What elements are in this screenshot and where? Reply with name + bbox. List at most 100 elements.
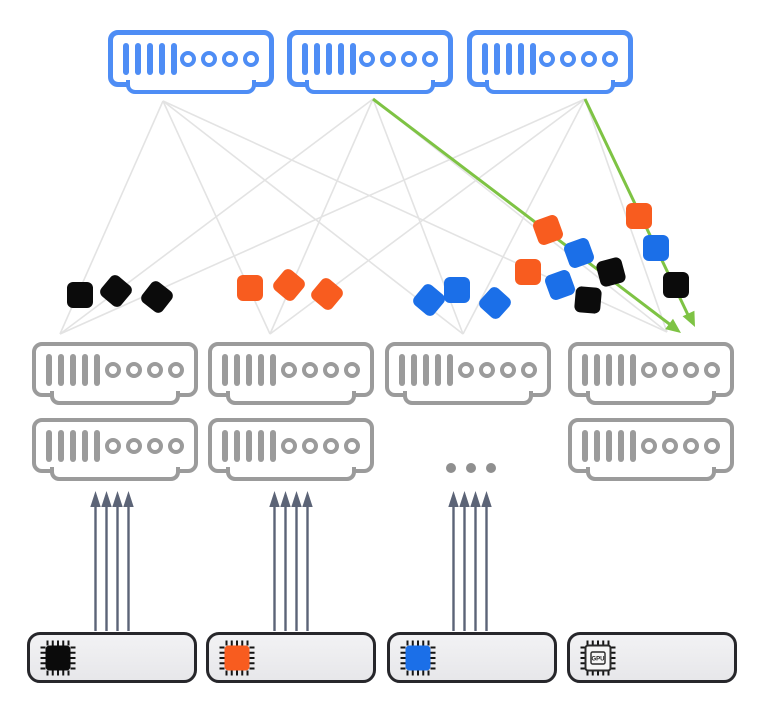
chip-body [45, 645, 71, 670]
vent-bar [518, 42, 524, 75]
spine-leaf-link [162, 100, 464, 335]
packet-blue [444, 277, 470, 303]
port-led [126, 361, 142, 378]
vent-bar [482, 42, 488, 75]
server-base-tray [126, 80, 256, 94]
vent-bar [258, 429, 264, 462]
port-led [147, 361, 163, 378]
port-led [105, 361, 121, 378]
port-led [539, 50, 555, 67]
uplink-arrowhead-node-2 [302, 491, 313, 507]
vent-bar [58, 429, 64, 462]
port-leds-icon [180, 50, 259, 67]
port-led [401, 50, 417, 67]
vent-bars-icon [46, 429, 100, 462]
uplink-arrowhead-node-1 [112, 491, 123, 507]
vent-bar [70, 353, 76, 386]
vent-bar [82, 429, 88, 462]
server-base-tray [50, 467, 180, 481]
spine-switch-3 [467, 30, 633, 94]
vent-bar [506, 42, 512, 75]
vent-bar [123, 42, 129, 75]
packet-black [573, 285, 603, 315]
vent-bar [338, 42, 344, 75]
vent-bar [494, 42, 500, 75]
ellipsis-dot [466, 463, 476, 473]
port-led [281, 437, 297, 454]
port-led [222, 50, 238, 67]
port-led [479, 361, 495, 378]
port-led [126, 437, 142, 454]
compute-node-3 [387, 632, 557, 683]
uplink-arrowhead-node-3 [459, 491, 470, 507]
port-led [641, 361, 657, 378]
vent-bar [314, 42, 320, 75]
vent-bar [234, 429, 240, 462]
port-led [641, 437, 657, 454]
packet-blue [643, 235, 669, 261]
server-base-tray [586, 467, 716, 481]
port-led [323, 361, 339, 378]
leaf-server-r1-c3 [385, 342, 551, 405]
port-led [168, 437, 184, 454]
leaf-server-r1-c1 [32, 342, 198, 405]
port-led [302, 361, 318, 378]
port-led [662, 361, 678, 378]
uplink-arrowhead-node-2 [291, 491, 302, 507]
port-led [683, 361, 699, 378]
vent-bars-icon [123, 42, 177, 75]
vent-bar [222, 353, 228, 386]
port-led [458, 361, 474, 378]
spine-switch-1 [108, 30, 274, 94]
chip-body [405, 645, 431, 670]
gpu-chip-label: GPU [591, 656, 604, 662]
leaf-server-r2-c4 [568, 418, 734, 481]
vent-bar [630, 429, 636, 462]
server-base-tray [305, 80, 435, 94]
uplink-arrowhead-node-2 [269, 491, 280, 507]
vent-bar [94, 353, 100, 386]
more-servers-ellipsis [446, 463, 496, 473]
port-led [521, 361, 537, 378]
vent-bar [326, 42, 332, 75]
vent-bar [94, 429, 100, 462]
flow-arrow-1 [372, 97, 673, 328]
packet-black [67, 282, 93, 308]
chip-inner-die [590, 650, 606, 665]
vent-bar [58, 353, 64, 386]
vent-bar [234, 353, 240, 386]
port-led [168, 361, 184, 378]
packet-orange [626, 203, 652, 229]
port-led [704, 437, 720, 454]
vent-bar [618, 353, 624, 386]
compute-node-2 [206, 632, 376, 683]
vent-bar [582, 353, 588, 386]
port-leds-icon [359, 50, 438, 67]
port-led [683, 437, 699, 454]
leaf-server-r2-c2 [208, 418, 374, 481]
port-led [602, 50, 618, 67]
port-led [344, 361, 360, 378]
packet-orange [515, 259, 541, 285]
vent-bar [70, 429, 76, 462]
port-leds-icon [281, 361, 360, 378]
compute-node-1 [27, 632, 197, 683]
uplink-arrowhead-node-3 [448, 491, 459, 507]
packet-black [663, 272, 689, 298]
vent-bar [423, 353, 429, 386]
vent-bar [302, 42, 308, 75]
port-led [662, 437, 678, 454]
server-base-tray [586, 391, 716, 405]
leaf-server-r1-c4 [568, 342, 734, 405]
vent-bar [270, 429, 276, 462]
server-base-tray [226, 391, 356, 405]
vent-bars-icon [46, 353, 100, 386]
vent-bars-icon [482, 42, 536, 75]
vent-bars-icon [222, 429, 276, 462]
flow-arrowhead-2 [682, 310, 695, 327]
packet-orange [237, 275, 263, 301]
server-base-tray [50, 391, 180, 405]
port-led [344, 437, 360, 454]
vent-bars-icon [399, 353, 453, 386]
